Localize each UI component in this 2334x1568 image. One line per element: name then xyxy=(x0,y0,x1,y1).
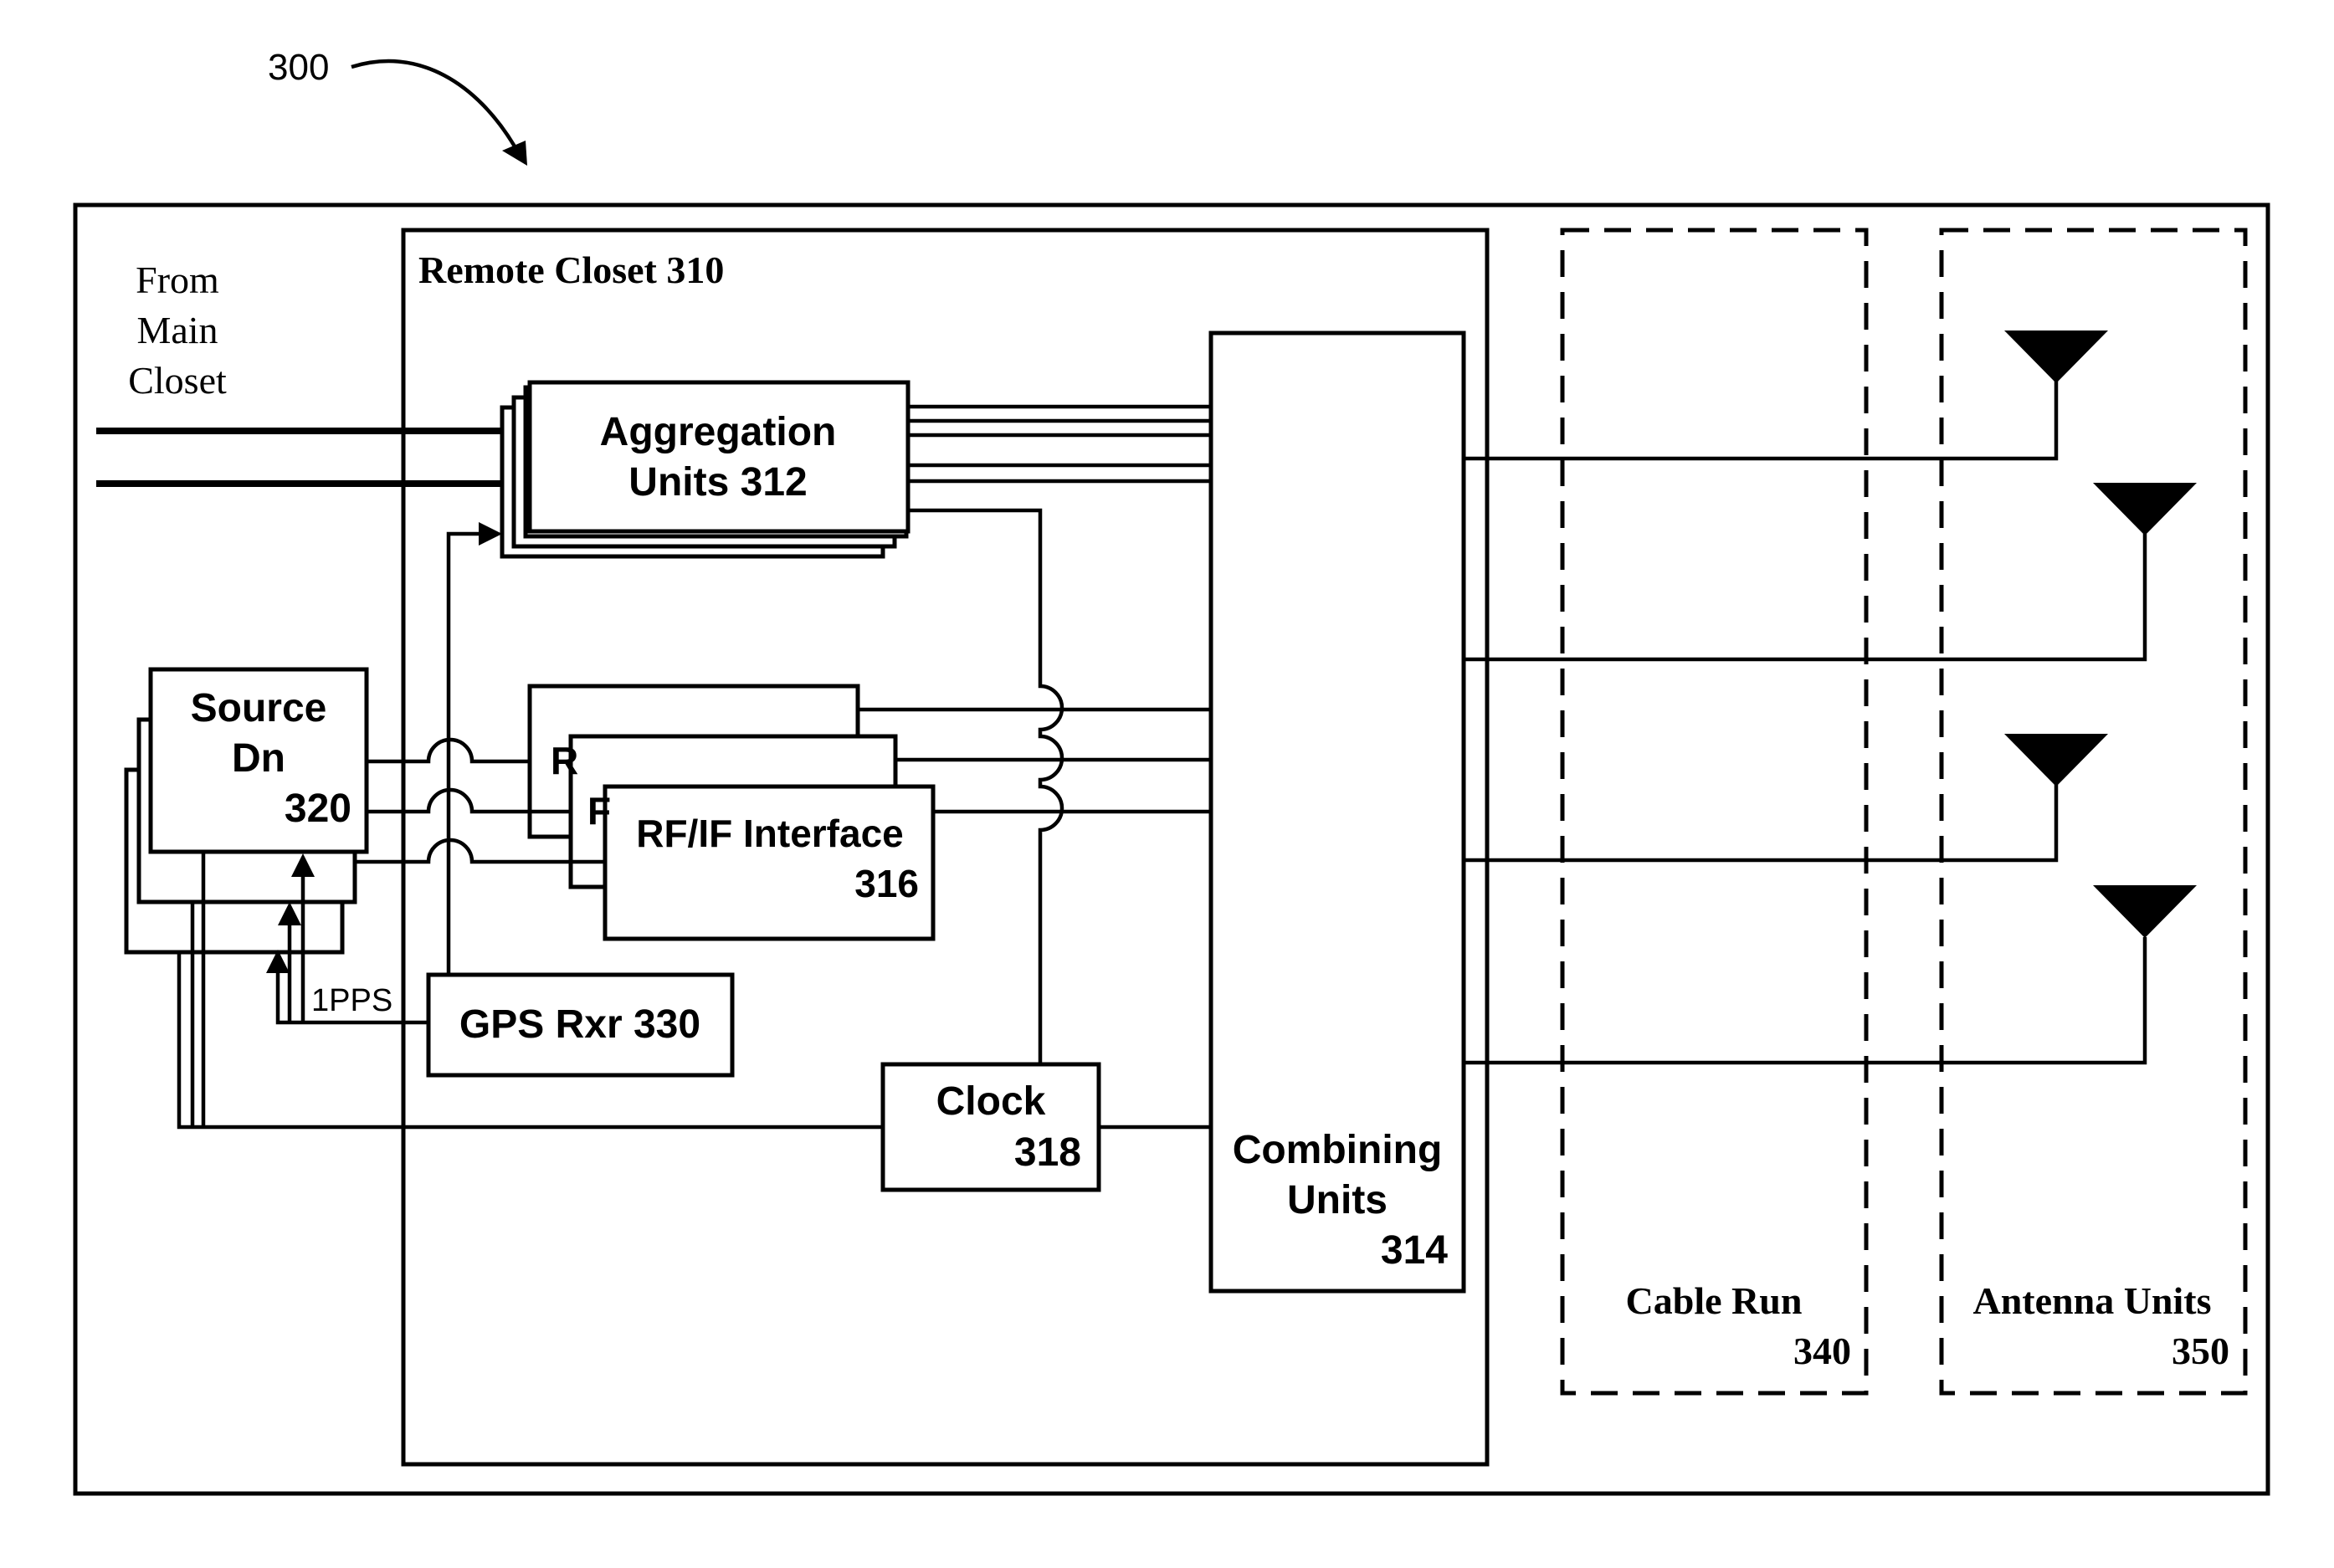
combining-units-label-1: Combining xyxy=(1233,1128,1443,1172)
ref-leader-line xyxy=(351,61,515,146)
aggregation-units-label-1: Aggregation xyxy=(600,410,837,454)
combining-units-number: 314 xyxy=(1381,1228,1448,1273)
from-main-closet-line3: Closet xyxy=(128,359,227,402)
cable-run-number: 340 xyxy=(1793,1330,1851,1372)
pps-label: 1PPS xyxy=(311,983,392,1018)
rf-if-stub-1: R xyxy=(551,739,578,782)
source-label-2: Dn xyxy=(232,736,285,781)
clock-label: Clock xyxy=(936,1079,1046,1124)
figure-ref-number: 300 xyxy=(268,47,329,88)
source-label-1: Source xyxy=(191,686,327,730)
clock-number: 318 xyxy=(1014,1130,1081,1175)
rf-if-interface-number: 316 xyxy=(854,862,919,905)
aggregation-units-box xyxy=(530,382,908,531)
antenna-units-number: 350 xyxy=(2172,1330,2229,1372)
source-number: 320 xyxy=(285,787,351,831)
from-main-closet-line2: Main xyxy=(136,309,218,351)
gps-receiver-label: GPS Rxr 330 xyxy=(459,1002,700,1047)
cable-run-label: Cable Run xyxy=(1626,1279,1803,1322)
remote-closet-label: Remote Closet 310 xyxy=(418,249,724,291)
from-main-closet-line1: From xyxy=(136,259,219,301)
antenna-units-label: Antenna Units xyxy=(1972,1279,2211,1322)
aggregation-units-label-2: Units 312 xyxy=(628,460,807,505)
rf-if-stub-2: F xyxy=(587,789,611,833)
combining-units-label-2: Units xyxy=(1287,1178,1388,1222)
rf-if-interface-label: RF/IF Interface xyxy=(636,812,904,855)
